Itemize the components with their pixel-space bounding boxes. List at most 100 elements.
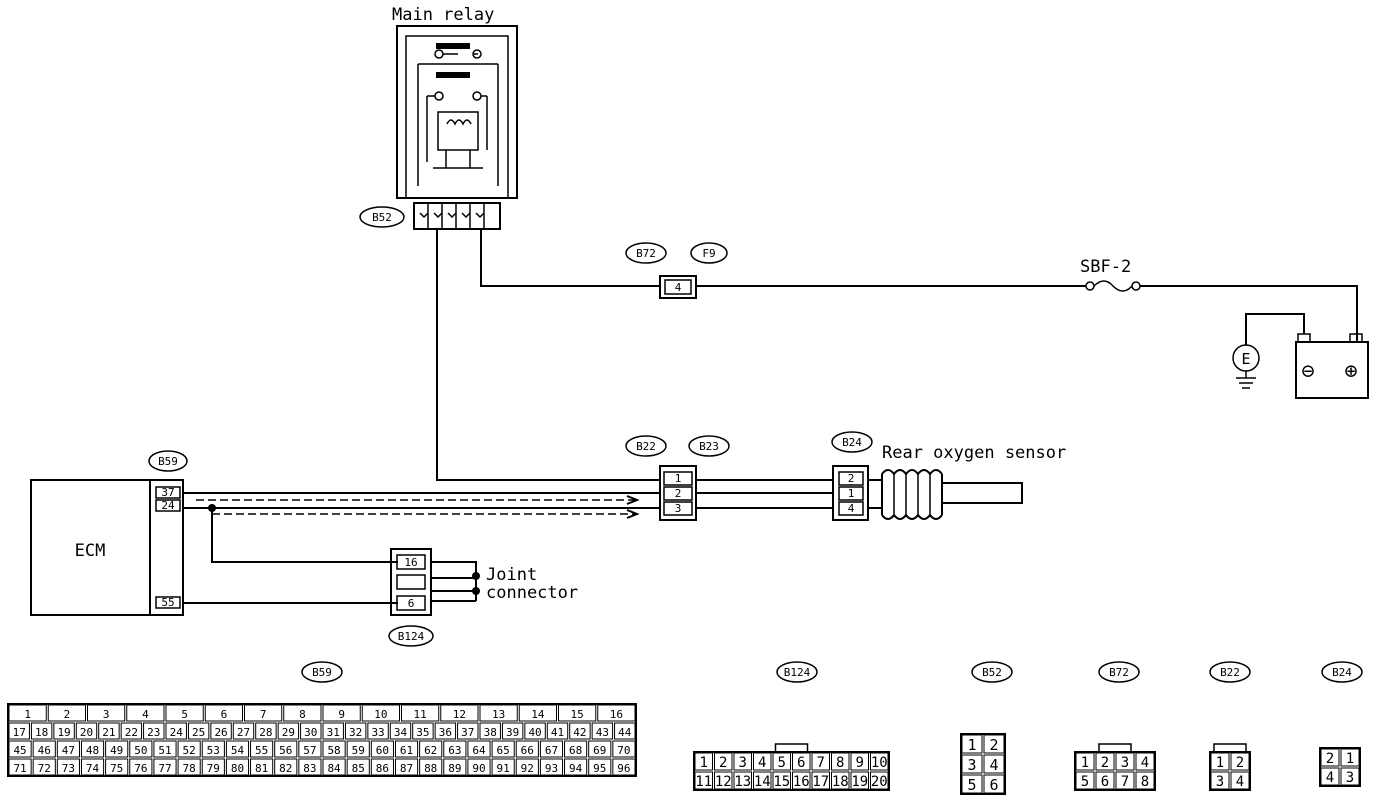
b72-pin: 4 [675, 281, 682, 294]
b59-view-cell [591, 722, 614, 740]
b22-view-latch [1213, 743, 1247, 753]
b59-view-pin: 71 [13, 762, 26, 775]
b59-view-pin: 92 [521, 762, 534, 775]
b124-view-cell [714, 771, 733, 790]
b59-view-cell [370, 758, 394, 776]
ground-label: E [1241, 350, 1250, 368]
b59-view-pin: 69 [593, 744, 606, 757]
ecm-pin-55: 55 [161, 596, 174, 609]
b59-view-pin: 14 [531, 708, 545, 721]
b72-view-pin: 5 [1081, 774, 1089, 790]
b22-view-cell [1210, 752, 1230, 771]
joint-pin-6: 6 [408, 597, 415, 610]
b59-view-pin: 73 [62, 762, 75, 775]
b59-view-pin: 86 [376, 762, 389, 775]
b59-view-pin: 1 [24, 708, 31, 721]
b59-view-pin: 33 [371, 726, 384, 739]
b124-view-pin: 10 [871, 755, 888, 771]
b59-view-pin: 19 [57, 726, 70, 739]
b124-view-pin: 5 [778, 755, 786, 771]
b24-view-cell [1340, 748, 1360, 767]
b24-view-pin: 3 [1346, 770, 1354, 786]
b59-view-body [7, 703, 637, 777]
b124-view-pin: 3 [739, 755, 747, 771]
b24-view-tag: B24 [1332, 666, 1352, 679]
b59-view-cell [367, 722, 389, 740]
b59-view-cell [30, 722, 53, 740]
b59-view-pin: 84 [327, 762, 341, 775]
b59-view-cell [588, 740, 612, 758]
b59-view-cell [165, 722, 187, 740]
b59-view-pin: 56 [279, 744, 292, 757]
b52-view-pin: 3 [967, 756, 976, 774]
b59-view-pin: 51 [158, 744, 171, 757]
b124-view-cell [792, 752, 811, 771]
b59-view-pin: 38 [484, 726, 497, 739]
b124-view-pin: 11 [695, 774, 712, 790]
b59-view-cell [56, 740, 80, 758]
wiring [183, 229, 1358, 604]
b59-view-pin: 31 [327, 726, 340, 739]
b59-view-pin: 24 [170, 726, 184, 739]
b124-view-pin: 2 [719, 755, 727, 771]
b59-view-cell [539, 740, 564, 758]
b59-view-cell [225, 740, 250, 758]
b72-view-pin: 1 [1081, 755, 1089, 771]
b59-view-pin: 93 [545, 762, 558, 775]
b59-view-pin: 40 [528, 726, 541, 739]
b59-view-cell [443, 758, 467, 776]
b59-view-pin: 66 [521, 744, 534, 757]
b59-view-cell [501, 722, 524, 740]
rear-oxygen-sensor: Rear oxygen sensor [881, 443, 1066, 520]
b59-view-cell [153, 758, 177, 776]
b59-view-cell [394, 758, 419, 776]
b59-view-pin: 9 [338, 708, 345, 721]
b59-view-cell [187, 722, 210, 740]
b59-view-pin: 65 [497, 744, 510, 757]
b124-view-pin: 18 [832, 774, 849, 790]
b59-view-pin: 55 [255, 744, 268, 757]
joint-label: Joint [486, 565, 537, 585]
b124-view-tag: B124 [784, 666, 811, 679]
b59-view-pin: 18 [35, 726, 48, 739]
b72-view-pin: 3 [1121, 755, 1129, 771]
b124-view-pin: 17 [812, 774, 829, 790]
b59-view-cell [394, 740, 419, 758]
b59-view-cell [277, 722, 300, 740]
b24-view-cell [1320, 748, 1340, 767]
b59-view-cell [597, 704, 636, 722]
b59-view-cell [370, 740, 394, 758]
b59-view-pin: 12 [453, 708, 466, 721]
b59-view-pin: 22 [125, 726, 138, 739]
b59-view-pin: 85 [352, 762, 365, 775]
b72-view-pin: 8 [1141, 774, 1149, 790]
b59-view-cell [98, 722, 120, 740]
b59-view-cell [612, 758, 636, 776]
b52-view-pin: 1 [967, 736, 976, 754]
b124-view-cell [831, 771, 850, 790]
b52-view-pin: 2 [989, 736, 998, 754]
b59-view-pin: 17 [13, 726, 26, 739]
b59-view-pin: 95 [593, 762, 606, 775]
b52-view-cell [961, 734, 983, 754]
b59-view-pin: 26 [214, 726, 227, 739]
b59-view-pin: 2 [64, 708, 71, 721]
joint-connector: 16 6 Joint connector B124 [388, 548, 578, 647]
b124-view-cell [733, 771, 752, 790]
main-relay-label: Main relay [392, 5, 494, 25]
b59-view-pin: 54 [231, 744, 245, 757]
b124-tag: B124 [398, 630, 425, 643]
b24-pin-4: 4 [848, 502, 855, 515]
b22-view-pin: 2 [1236, 755, 1244, 771]
b59-view-pin: 57 [303, 744, 316, 757]
b59-view-pin: 7 [260, 708, 267, 721]
b59-view-cell [434, 722, 457, 740]
b59-view-cell [515, 758, 539, 776]
b59-view-cell [201, 758, 225, 776]
b24-pin-2: 2 [848, 472, 855, 485]
b124-view-cell [811, 752, 830, 771]
b59-view-pin: 32 [349, 726, 362, 739]
b59-view-cell [479, 722, 501, 740]
b59-view-cell [177, 758, 201, 776]
